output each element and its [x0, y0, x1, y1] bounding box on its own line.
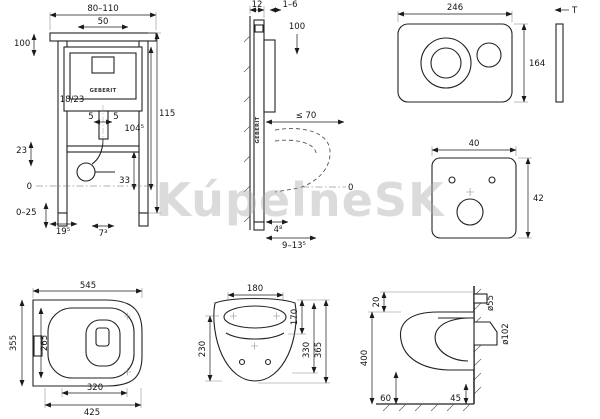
dim-mount-width: 320 [87, 383, 103, 393]
dim-outlet-range: 9–13⁵ [282, 241, 306, 251]
dim-seat-height: 265 [40, 335, 50, 351]
cross-bar [66, 145, 140, 153]
dim-bottom-left: 60 [380, 394, 391, 404]
dim-front-230: 230 [198, 341, 208, 357]
dim-max-depth: ≤ 70 [296, 111, 317, 121]
outlet-pipe [473, 321, 498, 346]
insulation-pad-view: 40 42 [431, 139, 544, 239]
flush-button-large [420, 37, 472, 89]
dim-offset-right: 5 [113, 112, 118, 122]
dim-total-height: 115 [159, 109, 175, 119]
dim-plate-thickness: T [571, 6, 578, 16]
flush-button-small [476, 42, 502, 68]
brand-label-vertical: GEBERIT [255, 116, 261, 143]
bowl-profile [399, 311, 475, 371]
dim-pad-height: 42 [533, 194, 544, 204]
dim-bowl-height: 355 [9, 335, 19, 351]
dim-side-height: 23 [16, 146, 27, 156]
frame-top-plate [49, 32, 157, 42]
dim-plate-width: 246 [447, 3, 463, 13]
pad-outlet-hole [456, 198, 484, 226]
dim-cistern-note: 18/23 [60, 95, 85, 105]
dim-zero-level-side: 0 [348, 183, 353, 193]
dim-flush-height: 104⁵ [124, 124, 144, 134]
cistern [63, 46, 143, 112]
frame-front-view: GEBERIT 80–110 50 100 18/23 5 5 115 104⁵… [14, 4, 175, 239]
frame-side-view: GEBERIT 12 1–6 100 ≤ 70 0 4⁸ 9–13⁵ [243, 0, 353, 251]
dim-top-left-height: 100 [14, 39, 30, 49]
dim-top-height: 100 [289, 22, 305, 32]
dim-bowl-length: 545 [80, 281, 96, 291]
foot-side [253, 221, 265, 231]
dim-bottom-right: 7³ [99, 229, 108, 239]
dim-depth: 12 [252, 0, 263, 10]
dim-outlet-offset: 4⁸ [274, 225, 283, 235]
dim-feet-range: 0–25 [16, 208, 36, 218]
flush-plate-side-profile [555, 23, 564, 103]
dim-wall-gap: 1–6 [282, 0, 297, 10]
dim-width-top: 80–110 [87, 4, 118, 14]
dim-bottom-left: 19⁵ [56, 227, 70, 237]
flush-pipe-front [98, 110, 109, 140]
flush-pipe [473, 293, 488, 304]
bowl-outline [32, 299, 143, 387]
toilet-side-view: 545 355 265 320 425 [9, 281, 143, 418]
watermark: KúpelneSK [155, 173, 446, 227]
dim-bottom-right: 45 [450, 394, 461, 404]
cistern-side [263, 39, 276, 113]
toilet-wall-view: ø55 ø102 20 400 60 45 [360, 286, 511, 412]
flush-plate [397, 23, 513, 103]
dim-top-gap: 20 [372, 297, 382, 308]
dim-zero-level: 0 [27, 182, 32, 192]
dim-front-330: 330 [302, 342, 312, 358]
dim-bowl-depth: 425 [84, 408, 100, 418]
insulation-pad [431, 157, 517, 239]
seat-opening [223, 305, 287, 329]
bowl-dashed-outline [274, 128, 331, 193]
dim-outlet-pipe-diameter: ø102 [501, 323, 511, 344]
flush-plate-view: 246 164 T [397, 3, 578, 103]
dim-plate-height: 164 [529, 59, 545, 69]
bowl-front [213, 297, 297, 382]
brand-label: GEBERIT [90, 88, 117, 94]
dim-front-width: 180 [247, 284, 263, 294]
seat-outline [47, 307, 135, 379]
right-foot [138, 212, 149, 227]
dim-outlet-height: 33 [119, 176, 130, 186]
dim-mount-height: 400 [360, 350, 370, 366]
toilet-front-view: 180 170 230 330 365 [198, 284, 330, 384]
dim-offset-left: 5 [88, 112, 93, 122]
dim-flush-pipe-diameter: ø55 [486, 295, 496, 311]
dim-front-365: 365 [314, 342, 324, 358]
flush-valve [91, 56, 115, 74]
dim-inner-width: 50 [98, 17, 109, 27]
dim-front-170: 170 [290, 309, 300, 325]
dim-pad-width: 40 [469, 139, 480, 149]
outlet-bend [76, 162, 96, 182]
